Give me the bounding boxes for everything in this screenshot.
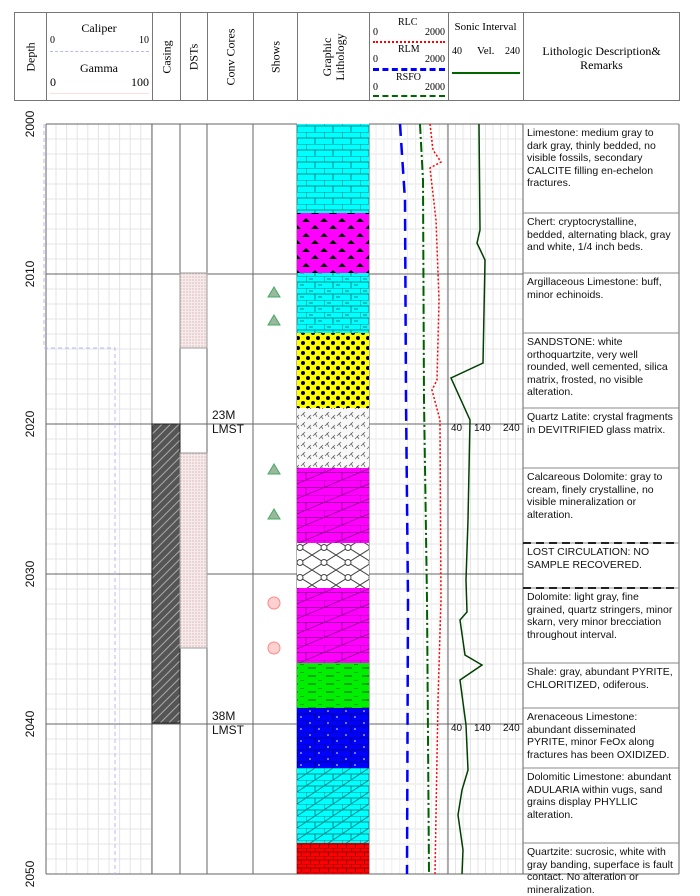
litho-sandstone xyxy=(297,333,369,408)
depth-label: 2030 xyxy=(23,560,37,588)
sonic-max: 240 xyxy=(505,46,520,57)
litho-lost-circulation xyxy=(297,543,369,588)
rsfo-legend-line xyxy=(373,95,445,97)
depth-label: 2020 xyxy=(23,410,37,438)
caliper-min: 0 xyxy=(50,35,55,46)
show-triangle-icon xyxy=(267,286,281,298)
lithologic-description: Quartzite: sucrosic, white with gray ban… xyxy=(527,846,673,896)
sonic-unit: Vel. xyxy=(477,45,495,57)
lithologic-description: Chert: cryptocrystalline, bedded, altern… xyxy=(527,216,671,253)
litho-argillaceous-limestone xyxy=(297,273,369,333)
gamma-label: Gamma xyxy=(80,61,118,75)
casing-interval xyxy=(151,423,181,724)
lithologic-description: Argillaceous Limestone: buff, minor echi… xyxy=(527,276,662,301)
header-sonic: Sonic Interval 40 Vel. 240 xyxy=(448,12,523,101)
header-dsts: DSTs xyxy=(180,12,207,101)
sonic-scale-tick: 40 xyxy=(451,723,463,734)
sonic-scale-tick: 140 xyxy=(474,723,491,734)
sonic-scale-tick: 240 xyxy=(503,423,520,434)
shows-markers xyxy=(267,286,281,655)
show-triangle-icon xyxy=(267,314,281,326)
lithologic-description: SANDSTONE: white orthoquartzite, very we… xyxy=(527,336,668,398)
header-description: Lithologic Description& Remarks xyxy=(523,12,680,101)
lithologic-description: Dolomite: light gray, fine grained, quar… xyxy=(527,591,673,641)
litho-dolomite xyxy=(297,588,369,663)
rlc-min: 0 xyxy=(373,27,378,38)
lost-circulation-boundary xyxy=(523,542,679,589)
gamma-min: 0 xyxy=(50,75,56,89)
header-resistivity: 0 RLC 2000 0 RLM 2000 0 RSFO 2000 xyxy=(369,12,448,101)
litho-quartz-latite xyxy=(297,408,369,468)
description-header-label: Lithologic Description& Remarks xyxy=(542,44,661,72)
rlm-max: 2000 xyxy=(425,54,445,65)
header-caliper-gamma: Caliper 0 10 Gamma 0 100 xyxy=(46,12,152,101)
lithology-column xyxy=(297,124,369,874)
header-lithology: Graphic Lithology xyxy=(297,12,369,101)
sonic-scale-tick: 40 xyxy=(451,423,463,434)
sonic-label: Sonic Interval xyxy=(454,21,517,33)
show-circle-icon xyxy=(267,596,281,610)
caliper-legend-line xyxy=(50,51,149,52)
lithologic-description: Arenaceous Limestone: abundant dissemina… xyxy=(527,711,670,761)
rsfo-min: 0 xyxy=(373,82,378,93)
rlm-legend-line xyxy=(373,68,445,71)
litho-shale xyxy=(297,663,369,708)
rlm-label: RLM xyxy=(398,44,420,55)
depth-label: 2050 xyxy=(23,860,37,888)
sonic-min: 40 xyxy=(452,46,462,57)
rsfo-max: 2000 xyxy=(425,82,445,93)
rlm-curve xyxy=(398,123,410,875)
caliper-max: 10 xyxy=(139,35,149,46)
rlc-legend-line xyxy=(373,41,445,43)
litho-arenaceous-limestone xyxy=(297,708,369,768)
rlc-curve xyxy=(429,123,443,875)
dst-interval xyxy=(179,272,208,349)
header-conv-cores: Conv Cores xyxy=(207,12,253,101)
litho-chert xyxy=(297,213,369,273)
header-shows: Shows xyxy=(253,12,297,101)
gamma-max: 100 xyxy=(131,75,149,89)
gamma-legend-line xyxy=(50,93,149,94)
lithologic-description: LOST CIRCULATION: NO SAMPLE RECOVERED. xyxy=(527,546,650,571)
sonic-legend-line xyxy=(452,72,520,74)
depth-label: 2010 xyxy=(23,260,37,288)
rlm-min: 0 xyxy=(373,54,378,65)
caliper-curve xyxy=(43,124,116,874)
show-circle-icon xyxy=(267,641,281,655)
litho-quartzite xyxy=(297,843,369,874)
depth-label: 2000 xyxy=(23,110,37,138)
rlc-label: RLC xyxy=(398,17,418,28)
rlc-max: 2000 xyxy=(425,27,445,38)
show-triangle-icon xyxy=(267,508,281,520)
lithologic-description: Dolomitic Limestone: abundant ADULARIA w… xyxy=(527,771,672,821)
show-triangle-icon xyxy=(267,463,281,475)
sonic-scale-tick: 140 xyxy=(474,423,491,434)
sonic-curve xyxy=(450,123,486,875)
lithologic-description: Limestone: medium gray to dark gray, thi… xyxy=(527,127,656,189)
lithologic-description: Quartz Latite: crystal fragments in DEVI… xyxy=(527,411,673,436)
lithologic-description: Calcareous Dolomite: gray to cream, fine… xyxy=(527,471,663,521)
lithologic-description: Shale: gray, abundant PYRITE, CHLORITIZE… xyxy=(527,666,673,691)
header-depth: Depth xyxy=(14,12,46,101)
rsfo-curve xyxy=(419,123,430,875)
litho-dolomitic-limestone xyxy=(297,768,369,843)
header-casing: Casing xyxy=(152,12,180,101)
litho-calcareous-dolomite xyxy=(297,468,369,543)
sonic-scale-tick: 240 xyxy=(503,723,520,734)
depth-label: 2040 xyxy=(23,710,37,738)
rsfo-label: RSFO xyxy=(396,72,422,83)
dst-interval xyxy=(179,452,208,649)
litho-limestone xyxy=(297,124,369,213)
caliper-label: Caliper xyxy=(81,21,117,35)
